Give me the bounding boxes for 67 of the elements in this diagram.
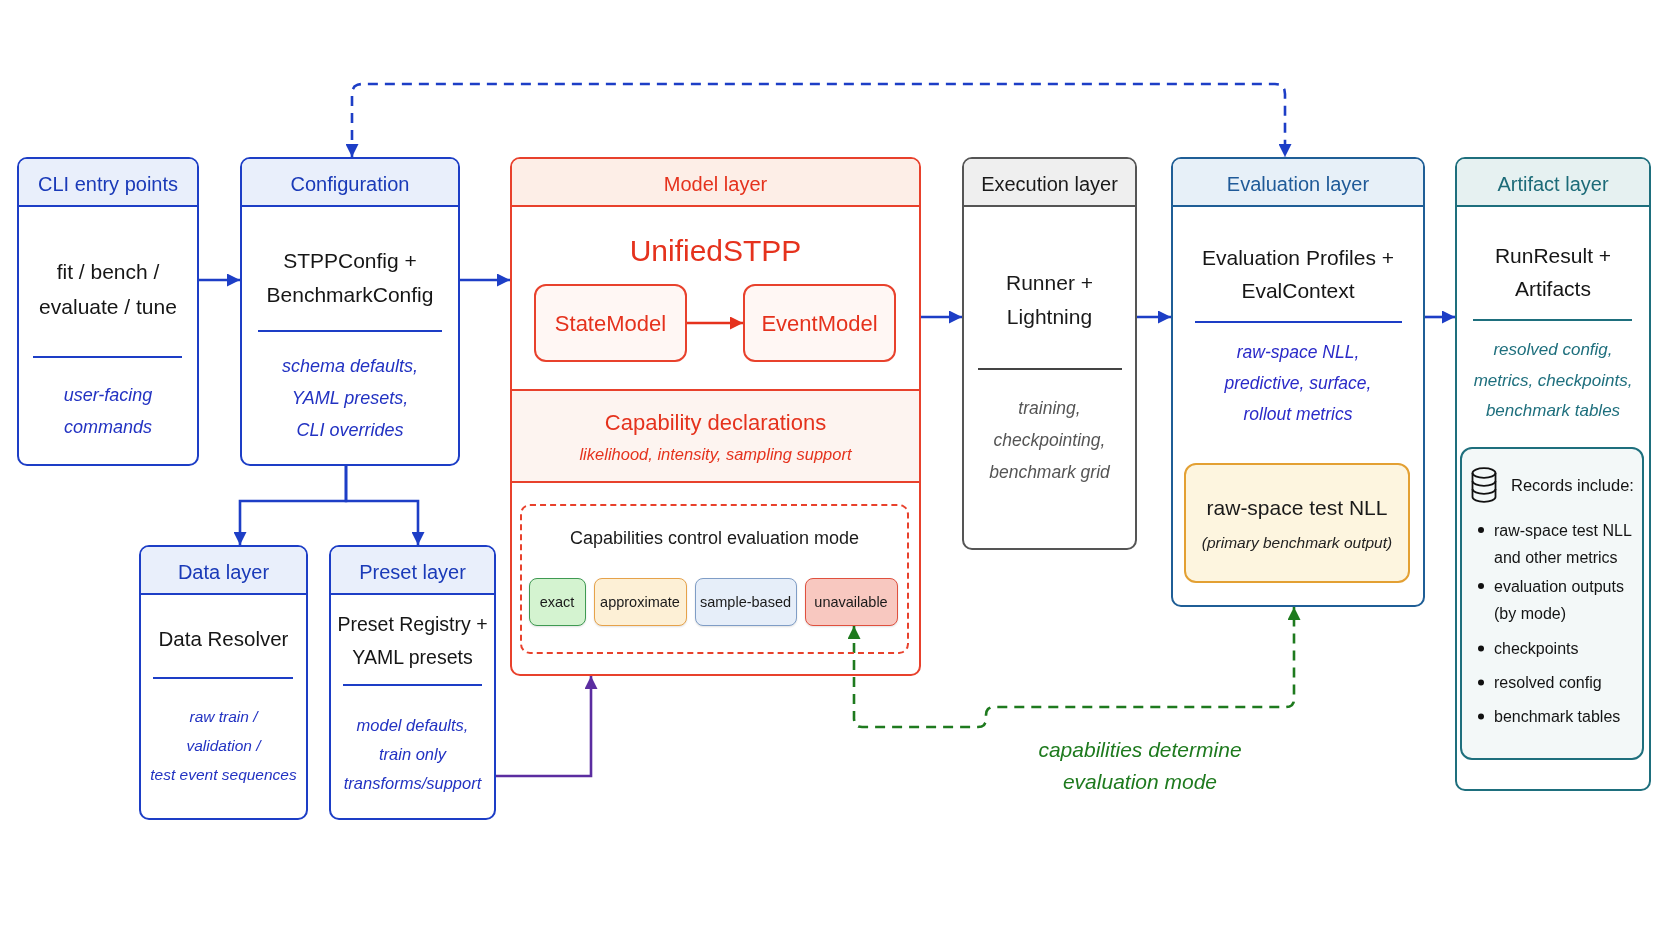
group-title: Capabilities control evaluation mode [569, 526, 860, 550]
mode-pill [594, 578, 687, 626]
section-title: Capability declarations [604, 408, 827, 437]
records-card [1460, 447, 1644, 760]
layer-panel [240, 157, 460, 466]
result-note: (primary benchmark output) [1201, 533, 1393, 553]
list-item: checkpoints [1472, 634, 1579, 662]
layer-panel [962, 157, 1137, 550]
arrow [687, 316, 743, 330]
description-text: schema defaults, YAML presets, CLI overrides [281, 355, 419, 442]
mode-pill [529, 578, 586, 626]
component-name: StateModel [554, 309, 667, 338]
mode-label: approximate [600, 592, 680, 611]
module-card [743, 284, 896, 362]
arrow [1137, 310, 1171, 324]
mode-label: sample-based [699, 592, 792, 611]
mode-pill [695, 578, 797, 626]
arrow [496, 676, 598, 778]
arrow [921, 310, 962, 324]
layer-panel [510, 157, 921, 676]
component-name: STPPConfig + BenchmarkConfig [266, 248, 434, 308]
list-item: evaluation outputs (by mode) [1472, 572, 1624, 627]
arrow [344, 466, 425, 545]
component-name: Runner + Lightning [1006, 270, 1093, 330]
records-heading: Records include: [1511, 474, 1634, 496]
description-text: raw-space NLL, predictive, surface, rollout metrics [1224, 340, 1372, 426]
mode-pill [805, 578, 898, 626]
description-text: resolved config, metrics, checkpoints, benchmark tables [1473, 339, 1633, 423]
description-text: user-facing commands [63, 384, 153, 439]
dashed-arrow [345, 82, 1292, 157]
layer-panel [1171, 157, 1425, 607]
dashed-group [520, 504, 909, 654]
panel-title: Execution layer [981, 172, 1118, 196]
layer-panel [139, 545, 308, 820]
list-item: resolved config [1472, 668, 1602, 696]
component-name: RunResult + Artifacts [1494, 242, 1612, 302]
list-item: benchmark tables [1472, 702, 1621, 730]
component-name: Data Resolver [158, 625, 289, 652]
panel-title: Artifact layer [1497, 172, 1609, 196]
highlight-card [1184, 463, 1410, 583]
mode-label: unavailable [814, 592, 888, 611]
component-name: Preset Registry + YAML presets [337, 611, 488, 670]
dashed-arrow [847, 607, 1301, 729]
arrow [460, 273, 510, 287]
description-text: training, checkpointing, benchmark grid [989, 397, 1110, 484]
panel-title: Preset layer [359, 560, 466, 584]
model-name: UnifiedSTPP [629, 232, 802, 269]
component-name: Evaluation Profiles + EvalContext [1202, 244, 1394, 304]
result-title: raw-space test NLL [1206, 494, 1388, 521]
component-name: EventModel [761, 309, 878, 338]
arrow [199, 273, 240, 287]
description-text: likelihood, intensity, sampling support [579, 443, 852, 465]
description-text: model defaults, train only transforms/support [343, 714, 482, 794]
layer-panel [1455, 157, 1651, 791]
arrow [1425, 310, 1455, 324]
panel-title: CLI entry points [37, 172, 179, 196]
description-text: raw train / validation / test event sequences [150, 706, 297, 785]
module-card [534, 284, 687, 362]
layer-panel [329, 545, 496, 820]
capability-band [512, 389, 919, 483]
mode-label: exact [539, 592, 575, 611]
component-name: fit / bench / evaluate / tune [39, 258, 177, 320]
panel-title: Data layer [177, 560, 270, 584]
panel-title: Configuration [290, 172, 410, 196]
panel-title: Evaluation layer [1226, 172, 1370, 196]
panel-title: Model layer [663, 172, 768, 196]
layer-panel [17, 157, 199, 466]
